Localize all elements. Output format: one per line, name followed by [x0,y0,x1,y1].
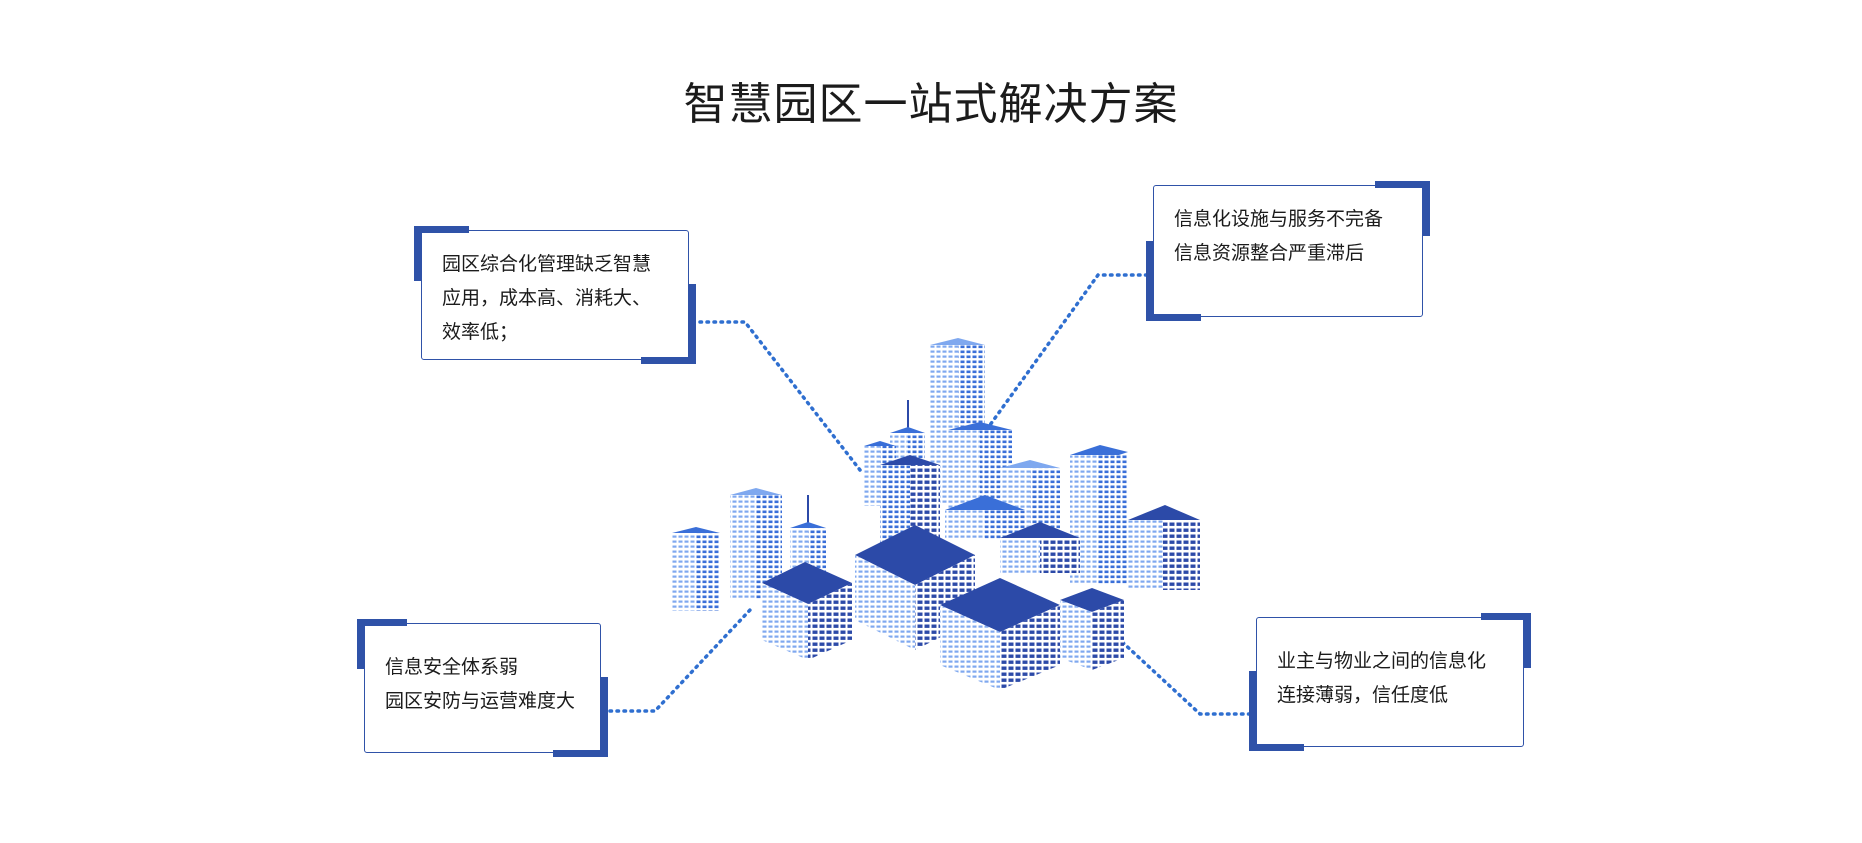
connector-lines [608,273,1252,716]
corner-accent [357,619,364,669]
page-title: 智慧园区一站式解决方案 [683,79,1179,130]
connector-bottom-left [608,608,752,713]
callout-text-line: 信息安全体系弱 [385,656,519,678]
corner-accent [1249,671,1256,751]
callout-top-right: 信息化设施与服务不完备 信息资源整合严重滞后 [1146,181,1430,321]
callout-text-line: 信息资源整合严重滞后 [1174,242,1365,264]
corner-accent [1146,241,1153,321]
corner-accent [1146,314,1201,321]
corner-accent [414,226,469,233]
corner-accent [357,619,407,626]
callout-bottom-right: 业主与物业之间的信息化 连接薄弱，信任度低 [1249,613,1531,751]
callout-top-left: 园区综合化管理缺乏智慧 应用，成本高、消耗大、 效率低； [414,226,696,364]
connector-top-left [698,320,862,472]
corner-accent [1481,613,1531,620]
buildings [672,338,1200,690]
connector-bottom-right [1118,638,1252,716]
corner-accent [641,357,696,364]
callout-bottom-left: 信息安全体系弱 园区安防与运营难度大 [357,619,608,757]
callout-text-line: 应用，成本高、消耗大、 [442,287,652,309]
connector-top-right [988,273,1149,427]
corner-accent [553,750,608,757]
callout-text-line: 信息化设施与服务不完备 [1174,208,1384,230]
corner-accent [601,677,608,757]
callout-text-line: 园区综合化管理缺乏智慧 [442,253,652,275]
corner-accent [689,284,696,364]
callout-text-line: 连接薄弱，信任度低 [1277,684,1449,706]
corner-accent [1524,613,1531,668]
corner-accent [1375,181,1430,188]
callout-text-line: 园区安防与运营难度大 [385,690,576,712]
corner-accent [414,226,421,281]
corner-accent [1423,181,1430,236]
corner-accent [1249,744,1304,751]
callout-text-line: 业主与物业之间的信息化 [1277,650,1487,672]
callout-text-line: 效率低； [442,321,519,343]
